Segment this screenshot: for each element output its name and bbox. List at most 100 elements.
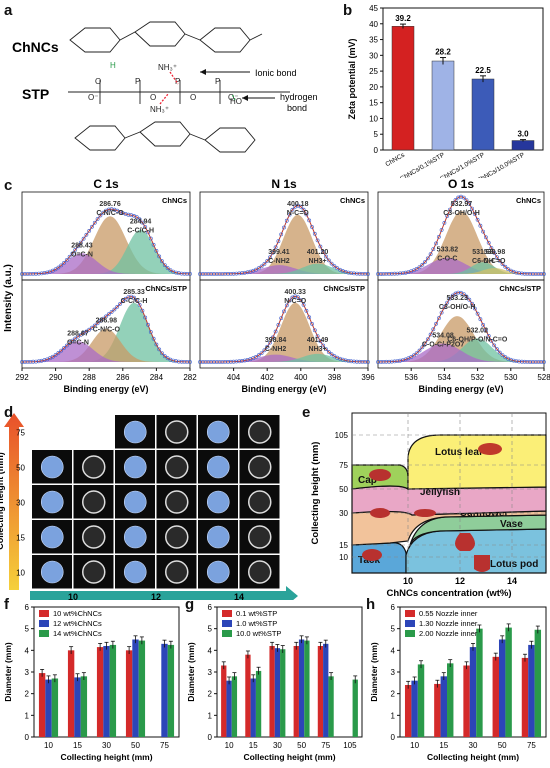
droplet-image xyxy=(82,525,106,549)
raw-data-point xyxy=(531,272,535,276)
raw-data-point xyxy=(137,303,142,307)
raw-data-point xyxy=(481,322,486,327)
raw-data-point xyxy=(143,315,148,320)
legend-swatch xyxy=(405,610,415,617)
raw-data-point xyxy=(200,360,205,364)
legend-swatch xyxy=(39,630,49,637)
fit-peak xyxy=(200,353,368,362)
droplet-image xyxy=(248,455,272,479)
x-tick-label: 75 xyxy=(321,741,330,750)
x-axis-label: Binding energy (eV) xyxy=(63,384,148,394)
svg-text:O: O xyxy=(95,77,101,86)
raw-data-point xyxy=(81,236,86,241)
bar xyxy=(231,676,238,737)
x-tick-label: 75 xyxy=(527,741,536,750)
peak-assignment-label: C-C/C-H xyxy=(121,298,148,305)
legend-label: 10 wt%ChNCs xyxy=(53,609,102,618)
legend-swatch xyxy=(222,620,232,627)
xps-panel-title: N 1s xyxy=(271,178,297,191)
raw-data-point xyxy=(412,353,416,358)
raw-data-point xyxy=(497,350,502,355)
raw-data-point xyxy=(160,351,164,356)
y-tick-label: 50 xyxy=(339,485,348,494)
raw-data-point xyxy=(536,360,541,364)
raw-data-point xyxy=(398,358,403,363)
raw-data-point xyxy=(168,268,173,273)
x-tick-label: 536 xyxy=(405,373,419,382)
raw-data-point xyxy=(395,359,400,364)
panel-label-e: e xyxy=(302,404,311,421)
y-tick-label: 2 xyxy=(391,690,396,699)
raw-data-point xyxy=(185,359,190,364)
raw-data-point xyxy=(134,215,139,220)
raw-data-point xyxy=(378,359,383,364)
peak-position-label: 288.67 xyxy=(67,330,89,337)
y-tick-label: 10 xyxy=(369,114,378,123)
bar xyxy=(109,644,117,737)
peak-assignment-label: NH3+ xyxy=(309,258,327,265)
raw-data-point xyxy=(209,272,214,276)
subplot-frame xyxy=(21,279,191,369)
region-label: Lotus pod xyxy=(490,559,538,570)
droplet-image xyxy=(165,455,189,479)
raw-data-point xyxy=(439,228,444,232)
raw-data-point xyxy=(381,359,386,364)
raw-data-point xyxy=(321,343,326,348)
raw-data-point xyxy=(352,359,356,364)
region-label: Lotus leaf xyxy=(435,447,483,458)
bar xyxy=(328,676,334,737)
bar xyxy=(250,678,256,737)
raw-data-point xyxy=(76,244,80,249)
raw-data-point xyxy=(146,322,150,327)
peak-position-label: 286.76 xyxy=(99,201,121,208)
legend-swatch xyxy=(405,620,415,627)
raw-data-point xyxy=(276,322,281,327)
raw-data-point xyxy=(298,204,303,209)
raw-data-point xyxy=(442,221,447,225)
droplet-image xyxy=(123,490,147,514)
peak-position-label: 534.08 xyxy=(432,333,454,340)
droplet-image xyxy=(40,455,64,479)
jellyfish-glyph xyxy=(370,508,390,518)
x-axis-label: Binding energy (eV) xyxy=(241,384,326,394)
x-tick-label: 282 xyxy=(183,373,197,382)
raw-data-point xyxy=(134,298,139,303)
y-axis-label: Diameter (mm) xyxy=(369,642,379,702)
raw-data-point xyxy=(539,272,544,276)
raw-data-point xyxy=(539,360,544,364)
raw-data-point xyxy=(434,321,439,326)
x-tick-label: 402 xyxy=(261,373,275,382)
raw-data-point xyxy=(254,267,258,272)
y-tick-label: 2 xyxy=(208,690,213,699)
droplet-image xyxy=(165,525,189,549)
raw-data-point xyxy=(78,240,83,245)
x-tick-label: 292 xyxy=(15,373,29,382)
raw-data-point xyxy=(151,242,156,247)
raw-data-point xyxy=(312,231,317,236)
legend-swatch xyxy=(39,620,49,627)
raw-data-point xyxy=(447,207,452,212)
raw-data-point xyxy=(92,220,97,225)
peak-assignment-label: C-NH2 xyxy=(265,346,286,353)
raw-data-point xyxy=(62,261,66,265)
raw-data-point xyxy=(240,271,244,276)
droplet-image xyxy=(123,420,147,444)
raw-data-point xyxy=(445,214,450,218)
raw-data-point xyxy=(520,359,524,364)
bar xyxy=(103,646,110,737)
raw-data-point xyxy=(217,360,222,364)
bar-value-label: 22.5 xyxy=(475,66,491,75)
y-tick-label: 0 xyxy=(391,733,396,742)
fit-peak xyxy=(22,253,190,274)
raw-data-point xyxy=(500,262,505,267)
raw-data-point xyxy=(126,295,131,300)
peak-position-label: 530.98 xyxy=(484,249,506,256)
raw-data-point xyxy=(531,360,535,364)
peak-assignment-label: N-C=O xyxy=(484,258,507,265)
raw-data-point xyxy=(64,258,69,262)
raw-data-point xyxy=(234,359,239,364)
raw-data-point xyxy=(206,360,211,364)
raw-data-point xyxy=(53,267,58,272)
sunflower-glyph xyxy=(414,509,436,517)
raw-data-point xyxy=(533,360,538,364)
